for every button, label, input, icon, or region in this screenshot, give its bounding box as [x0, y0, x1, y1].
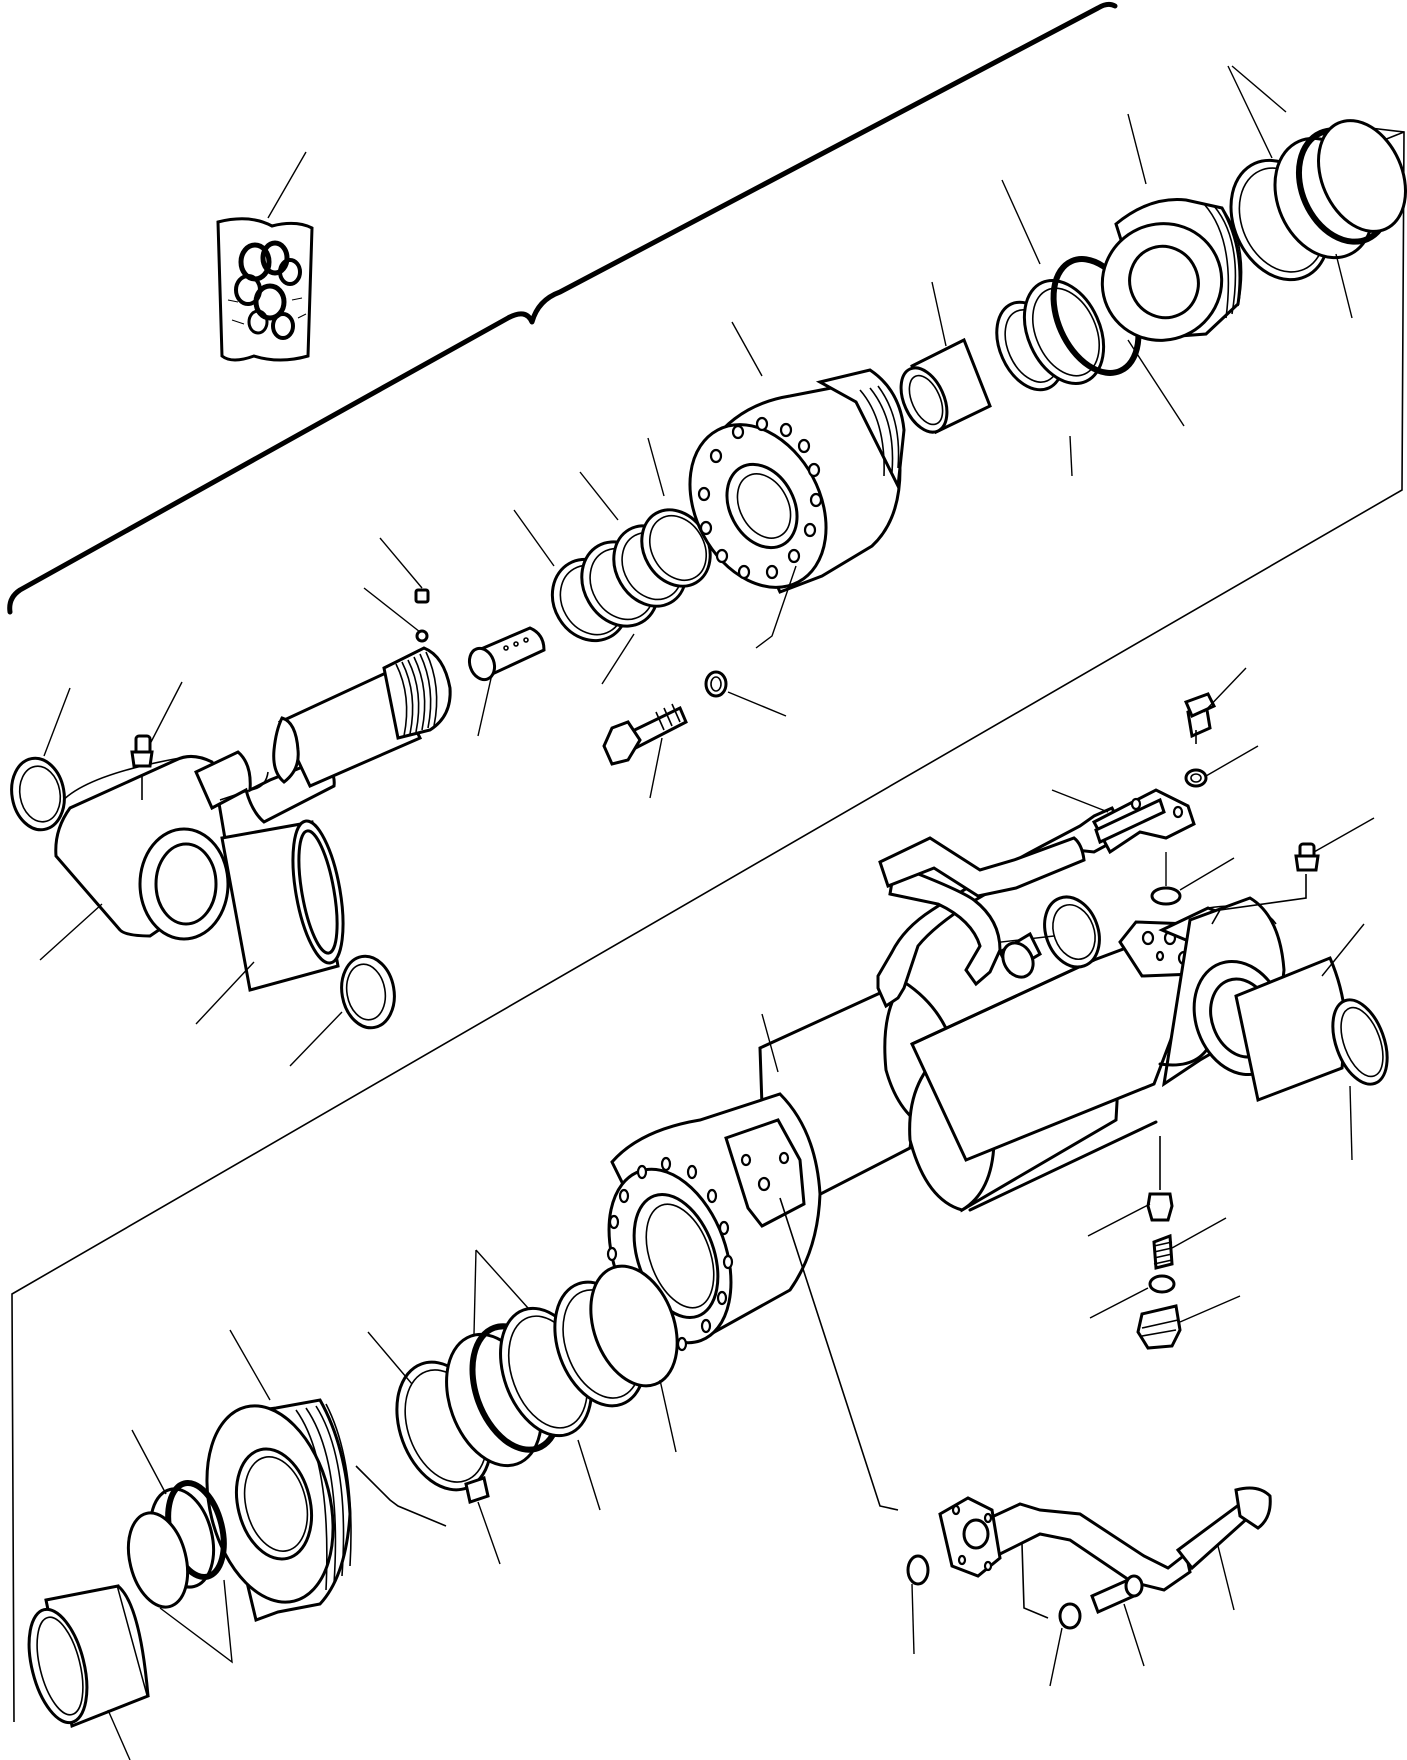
piston-bushing-lower: [19, 1586, 148, 1760]
head-bushing: [892, 282, 990, 439]
rod-eye-seal-right: [290, 952, 400, 1066]
grease-fitting-tube: [1212, 818, 1374, 924]
piston-rod: [196, 648, 450, 822]
piston-upper: [1084, 114, 1242, 359]
cylinder-head: [663, 322, 904, 611]
piston-seals-small: [119, 1430, 233, 1662]
rod-eye-seal-left: [6, 688, 70, 834]
pipe-screw-lower: [1022, 1544, 1144, 1686]
rod-eye-bushing: [196, 817, 352, 1024]
hydraulic-pipe-upper: [878, 790, 1194, 1006]
head-bolt-holes: [699, 418, 821, 578]
piston-lower: [188, 1330, 446, 1620]
seal-kit-package: [218, 152, 312, 360]
check-valve-parts: [1088, 1136, 1240, 1348]
rod-eye: [40, 756, 232, 960]
pipe-screw-upper: [1152, 668, 1258, 904]
set-screw-lower: [466, 1478, 500, 1564]
grease-fitting-rod-eye: [132, 682, 182, 800]
port-oring-large: [984, 889, 1109, 974]
tube-base-eye: [1160, 898, 1398, 1160]
hydraulic-pipe-lower: [908, 1488, 1270, 1654]
head-bolt-washer: [706, 672, 786, 716]
head-bolt: [604, 566, 796, 798]
group-boundary-lines: [10, 4, 1115, 612]
rod-nut-screw: [364, 538, 428, 641]
rod-seals-stack: [514, 438, 724, 684]
piston-rings-upper: [1213, 66, 1407, 318]
rod-collar: [465, 628, 544, 736]
piston-seals-lower: [368, 1250, 693, 1510]
